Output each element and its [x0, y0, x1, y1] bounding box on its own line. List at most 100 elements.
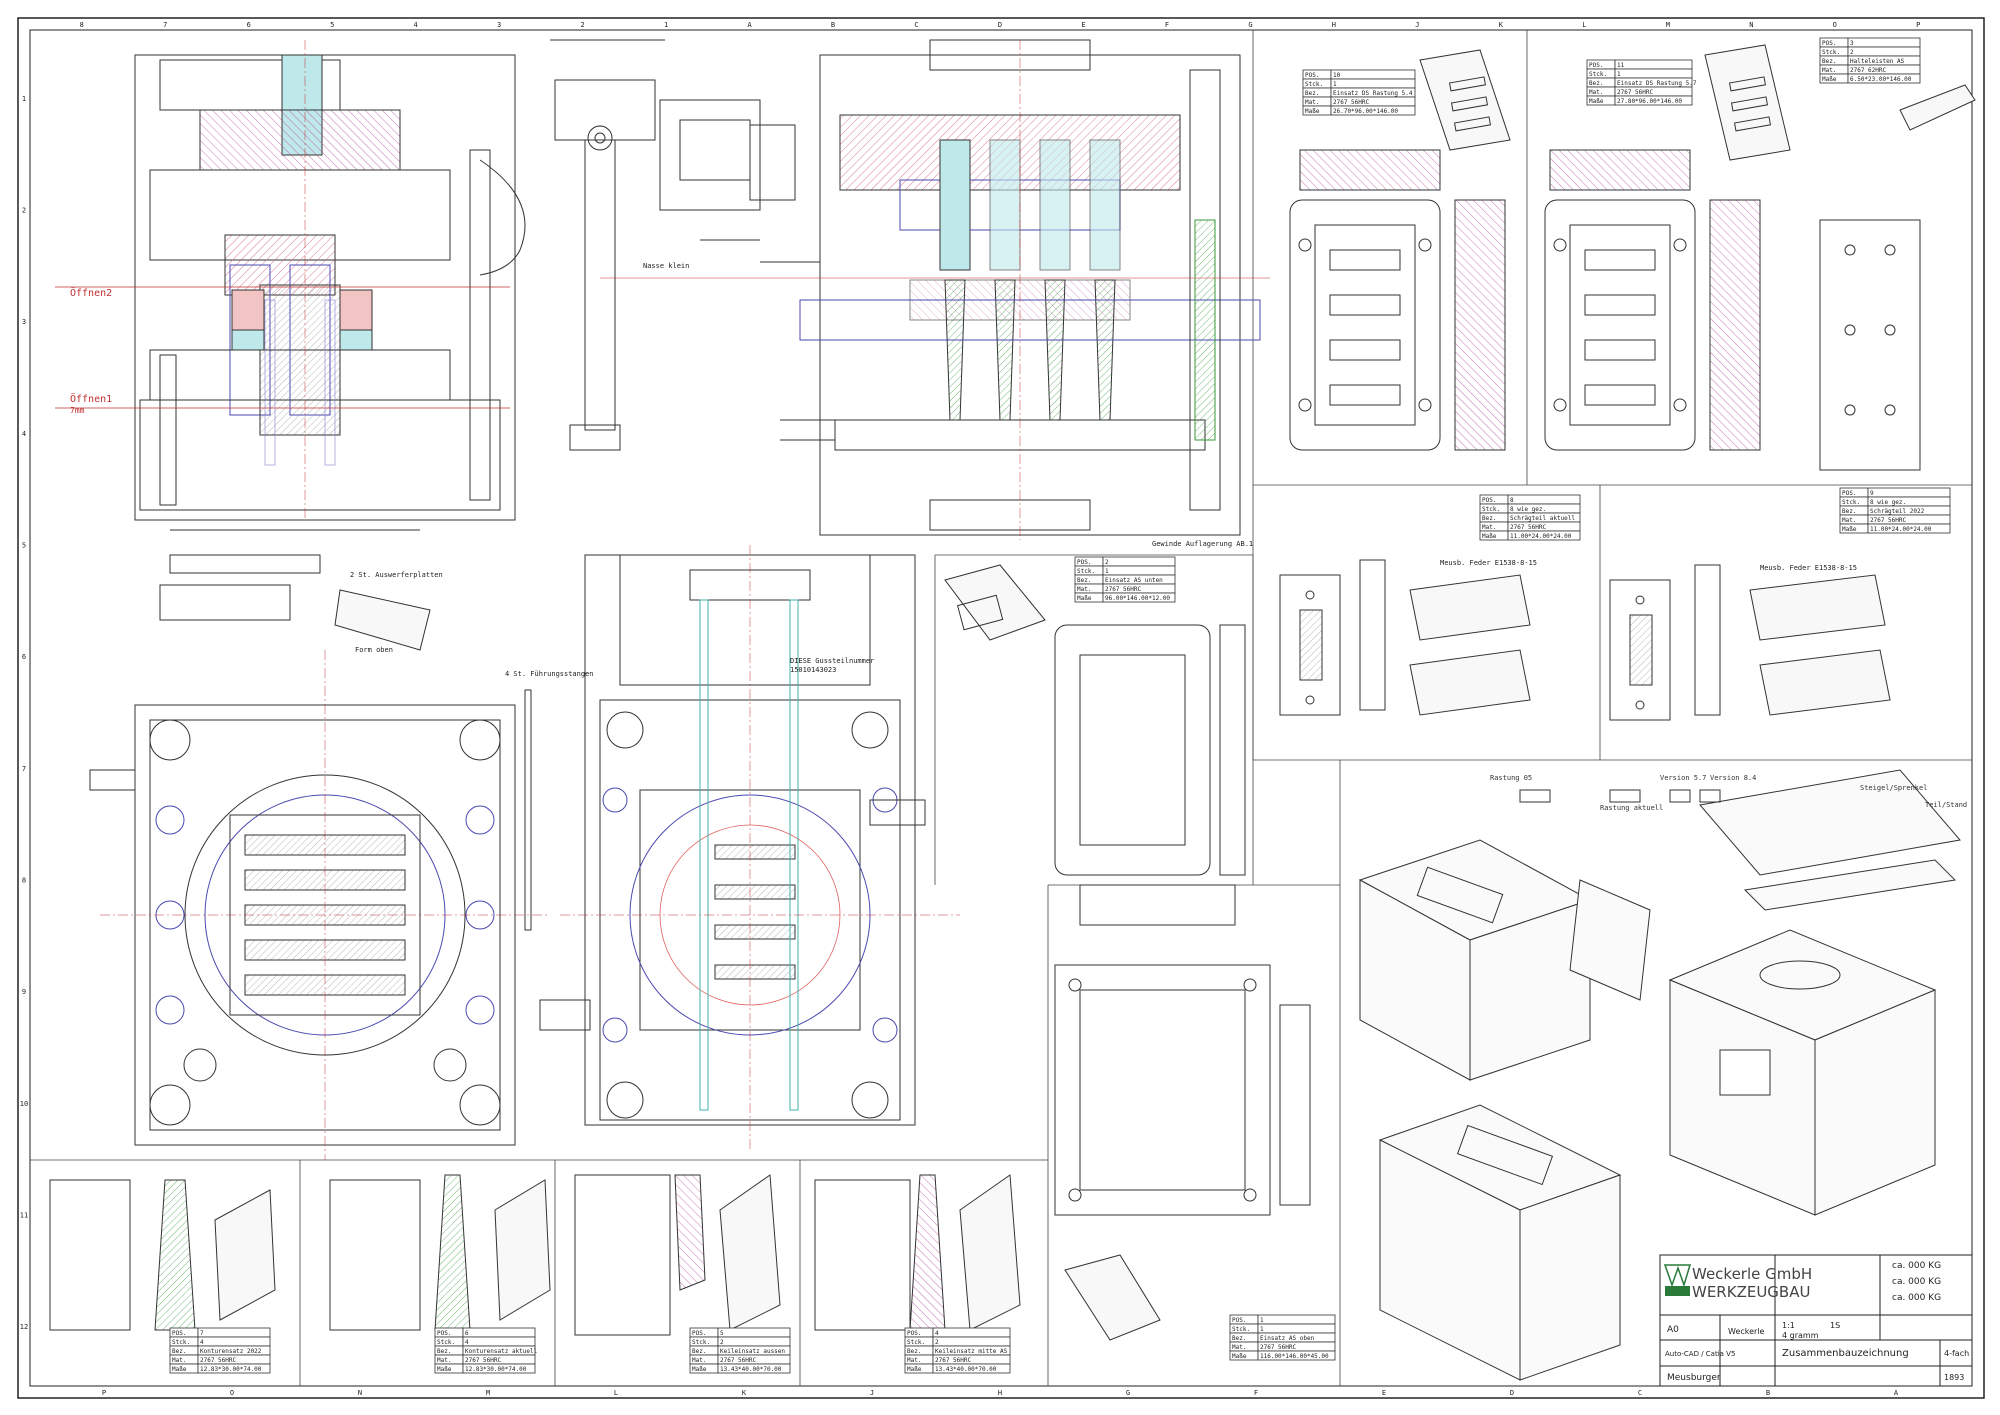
parts-list-key: Stck.	[1842, 499, 1860, 506]
parts-list-key: POS.	[172, 1330, 186, 1337]
detail-label-a: Rastung 05	[1490, 774, 1532, 782]
parts-list-value: 1	[1260, 1317, 1264, 1324]
assembly-isometric-3	[1668, 929, 1937, 1216]
border-label-bottom: N	[358, 1389, 362, 1397]
border-label-top: M	[1666, 21, 1670, 29]
parts-list-key: Bez.	[1232, 1335, 1246, 1342]
border-label-top: P	[1916, 21, 1920, 29]
parts-list-value-cell	[1614, 68, 1693, 79]
parts-list-value-cell	[1330, 105, 1416, 116]
parts-list-value: 5	[720, 1330, 724, 1337]
parts-list-value-cell	[197, 1336, 271, 1347]
parts-list-value-cell	[462, 1336, 536, 1347]
slide-part-views	[1279, 559, 1891, 721]
border-label-top: 8	[80, 21, 84, 29]
parts-list-key: Mat.	[907, 1357, 921, 1364]
parts-list-value: 3	[1850, 40, 1854, 47]
parts-list-key: POS.	[1589, 62, 1603, 69]
parts-list-key: Stck.	[1305, 81, 1323, 88]
detail-label-d: Version 8.4	[1710, 774, 1756, 782]
border-label-top: O	[1833, 21, 1837, 29]
form-oben-label: Form oben	[355, 646, 393, 654]
parts-list-value: Konturensatz aktuell	[465, 1348, 538, 1355]
parts-list-value: Schrägteil 2022	[1870, 508, 1925, 515]
border-label-left: 1	[22, 95, 26, 103]
section-view-side	[55, 40, 526, 531]
sheet-number: 1S	[1830, 1321, 1840, 1330]
parts-list-value: 9	[1870, 490, 1874, 497]
parts-list-key: Stck.	[437, 1339, 455, 1346]
parts-list-key: Mat.	[1305, 99, 1319, 106]
parts-list-key: Maße	[907, 1366, 922, 1373]
parts-list-value: Halteleisten AS	[1850, 58, 1905, 65]
parts-list-value-cell	[1257, 1323, 1336, 1334]
parts-list-value: 4	[465, 1339, 469, 1346]
fuehrung-label: 4 St. Führungsstangen	[505, 670, 594, 678]
insert-plan-views	[944, 564, 1311, 1341]
parts-list-value: 2767 56HRC	[720, 1357, 757, 1364]
parts-list-key: Mat.	[692, 1357, 706, 1364]
weight-2: ca. 000 KG	[1892, 1277, 1941, 1287]
parts-list-value-cell	[1102, 592, 1176, 603]
parts-list-value-cell	[462, 1363, 536, 1374]
border-label-top: N	[1749, 21, 1753, 29]
assembly-isometric-1	[1358, 839, 1651, 1081]
border-label-left: 6	[22, 653, 26, 661]
parts-list-key: Bez.	[1305, 90, 1319, 97]
parts-list-value: Schrägteil aktuell	[1510, 515, 1575, 522]
border-label-top: H	[1332, 21, 1336, 29]
parts-list-value: 4	[200, 1339, 204, 1346]
parts-list-key: Bez.	[172, 1348, 186, 1355]
strip-isometric	[1699, 769, 1961, 911]
parts-list-value: 2	[1850, 49, 1854, 56]
border-label-top: 1	[664, 21, 668, 29]
border-label-bottom: L	[614, 1389, 618, 1397]
parts-list-value: 1	[1617, 71, 1621, 78]
parts-list-value: 4	[935, 1330, 939, 1337]
holder-isometric	[1899, 84, 1976, 131]
parts-list-key: Bez.	[437, 1348, 451, 1355]
parts-list-value-cell	[1847, 37, 1921, 48]
parts-list-key: POS.	[907, 1330, 921, 1337]
parts-list-value-cell	[717, 1363, 791, 1374]
parts-list-value-cell	[1847, 46, 1921, 57]
parts-list-key: POS.	[1482, 497, 1496, 504]
drawing-number: 1893	[1944, 1373, 1964, 1382]
parts-list-value: 2767 56HRC	[1333, 99, 1370, 106]
parts-list-value: 13.43*40.00*70.00	[935, 1366, 997, 1373]
parts-list-value: 8 wie gez.	[1870, 499, 1906, 506]
parts-list-value-cell	[932, 1327, 1011, 1338]
parts-list-key: POS.	[1232, 1317, 1246, 1324]
parts-list-value: 11	[1617, 62, 1625, 69]
border-label-bottom: D	[1510, 1389, 1514, 1397]
border-label-bottom: K	[742, 1389, 747, 1397]
parts-list-key: Mat.	[1822, 67, 1836, 74]
parts-list-value: 12.83*30.00*74.00	[465, 1366, 527, 1373]
parts-list-key: Maße	[1482, 533, 1497, 540]
parts-list-key: Stck.	[1077, 568, 1095, 575]
parts-list-value: 2767 56HRC	[1617, 89, 1654, 96]
parts-list-value-cell	[1847, 73, 1921, 84]
parts-list-value: Keileinsatz aussen	[720, 1348, 785, 1355]
parts-list-key: Maße	[1589, 98, 1604, 105]
parts-list-value: 2767 56HRC	[465, 1357, 502, 1364]
parts-list-key: POS.	[437, 1330, 451, 1337]
feder-label-2: Meusb. Feder E1538-8-15	[1760, 564, 1857, 572]
parts-list-value: 26.70*96.00*146.00	[1333, 108, 1398, 115]
parts-list-key: Mat.	[1842, 517, 1856, 524]
company-name: Weckerle GmbH	[1692, 1265, 1812, 1283]
border-label-top: G	[1248, 21, 1252, 29]
border-label-top: A	[747, 21, 752, 29]
parts-list-key: Bez.	[1842, 508, 1856, 515]
parts-list-value: 10	[1333, 72, 1341, 79]
company-division: WERKZEUGBAU	[1692, 1283, 1810, 1301]
parts-list-value: 27.80*96.00*146.00	[1617, 98, 1682, 105]
title-block	[1659, 1254, 1973, 1387]
insert-isometric-2	[1704, 44, 1791, 161]
